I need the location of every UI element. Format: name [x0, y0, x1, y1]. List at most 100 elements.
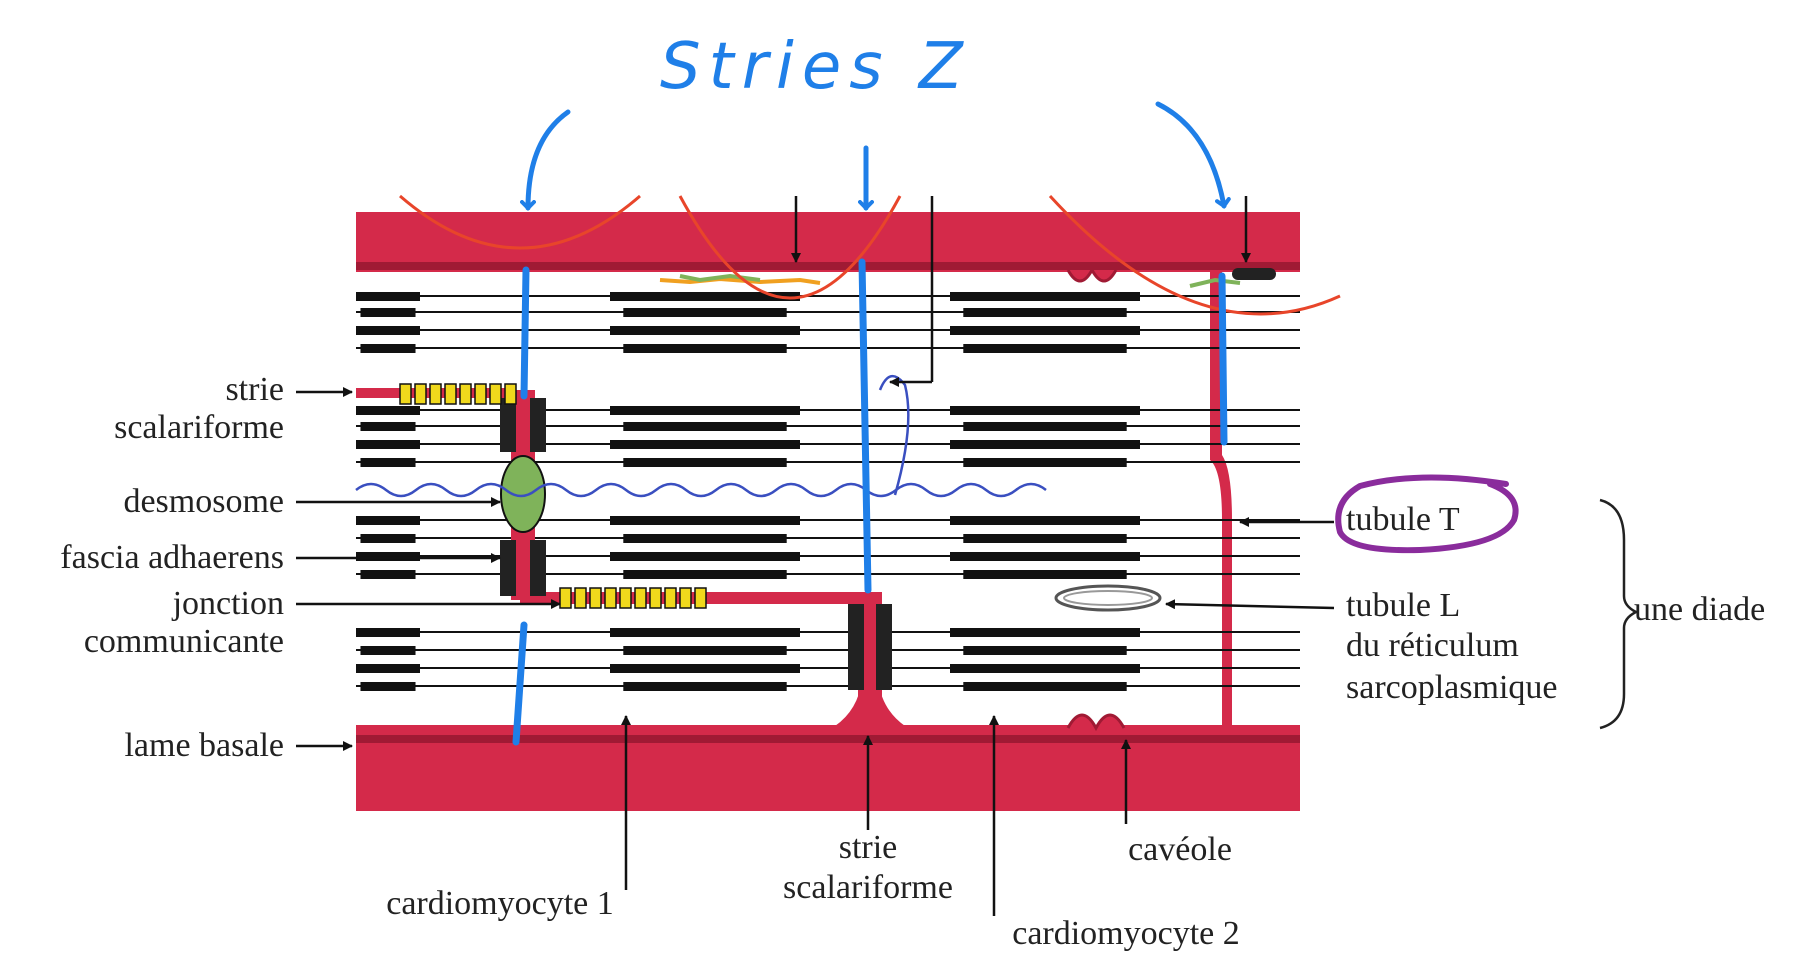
- gap-junction-block: [474, 383, 487, 405]
- pointer-arrows: [296, 196, 1335, 916]
- myosin-bar: [950, 440, 1140, 449]
- myosin-bar: [963, 534, 1127, 543]
- label-cardiomyocyte-2: cardiomyocyte 2: [1012, 915, 1240, 952]
- z-line-pointer-arrows: [520, 101, 1231, 211]
- top-squiggle-green: [679, 273, 761, 283]
- gap-junction-block: [634, 587, 647, 609]
- myosin-bar: [963, 646, 1127, 655]
- myosin-bar: [360, 308, 416, 317]
- label-fascia-adhaerens: fascia adhaerens: [60, 539, 284, 576]
- gap-junction-block: [399, 383, 412, 405]
- myosin-bar: [950, 664, 1140, 673]
- myosin-bar: [356, 326, 420, 335]
- myosin-bar: [950, 326, 1140, 335]
- myosin-bar: [360, 458, 416, 467]
- label-tubule-l-3: sarcoplasmique: [1346, 669, 1558, 706]
- myosin-bar: [360, 570, 416, 579]
- myosin-bar: [610, 326, 800, 335]
- label-jonction-1: jonction: [172, 585, 284, 622]
- myosin-bar: [950, 628, 1140, 637]
- myosin-bar: [610, 406, 800, 415]
- reticulum-loop: [878, 375, 910, 496]
- diade-bracket: [1599, 498, 1639, 730]
- hand-drawn-arcs: [399, 194, 1341, 316]
- myosin-bar: [963, 682, 1127, 691]
- myosin-bar: [356, 516, 420, 525]
- myosin-bar: [356, 440, 420, 449]
- myosin-bar: [950, 552, 1140, 561]
- gap-junction-block: [664, 587, 677, 609]
- z-lines: [512, 258, 1228, 746]
- myosin-bar: [950, 406, 1140, 415]
- gap-junction-block: [559, 587, 572, 609]
- myosin-bar: [623, 422, 787, 431]
- gap-junction-block: [489, 383, 502, 405]
- tubule-l-inner: [1063, 590, 1153, 606]
- label-tubule-t: tubule T: [1346, 501, 1460, 538]
- label-cardiomyocyte-1: cardiomyocyte 1: [386, 885, 614, 922]
- myosin-bar: [963, 308, 1127, 317]
- gap-junction-block: [679, 587, 692, 609]
- gap-junction-block: [589, 587, 602, 609]
- myosin-bar: [610, 628, 800, 637]
- fascia-adhaerens-plaques: [500, 398, 892, 690]
- tubule-l-icon: [1054, 584, 1162, 612]
- bottom-membrane-edge: [356, 735, 1300, 743]
- handwritten-title: Stries Z: [660, 30, 971, 104]
- t-tubule: [1210, 272, 1232, 726]
- myosin-bar: [360, 682, 416, 691]
- desmosome-icon: [500, 455, 546, 533]
- myosin-bar: [360, 422, 416, 431]
- caveole-top-icon: [1066, 266, 1118, 283]
- reticulum-wavy-line: [355, 482, 1047, 498]
- gap-junction-block: [619, 587, 632, 609]
- myosin-bar: [356, 406, 420, 415]
- label-tubule-l-1: tubule L: [1346, 587, 1460, 624]
- gap-junction-block: [504, 383, 517, 405]
- myosin-bar: [610, 516, 800, 525]
- myosin-bar: [623, 646, 787, 655]
- myosin-bar: [950, 516, 1140, 525]
- label-strie-bottom-2: scalariforme: [783, 869, 953, 906]
- myosin-bar: [610, 292, 800, 301]
- myosin-bar: [360, 344, 416, 353]
- top-squiggle-orange: [659, 276, 821, 285]
- myosin-bar: [623, 570, 787, 579]
- myosin-bar: [356, 552, 420, 561]
- myosin-bar: [963, 458, 1127, 467]
- label-strie-left-1: strie: [225, 371, 284, 408]
- myosin-bar: [356, 292, 420, 301]
- disc-flare-bottom: [835, 680, 905, 726]
- gap-junction-block: [414, 383, 427, 405]
- label-diade: une diade: [1634, 591, 1765, 628]
- myosin-bar: [623, 682, 787, 691]
- top-right-plaque: [1232, 268, 1276, 280]
- top-right-squiggle-green: [1189, 277, 1241, 288]
- myosin-bar: [623, 308, 787, 317]
- myosin-bar: [356, 628, 420, 637]
- gap-junction-block: [694, 587, 707, 609]
- myosin-bar: [623, 534, 787, 543]
- label-strie-bottom-1: strie: [839, 829, 898, 866]
- tubule-t-highlight-circle: [1335, 474, 1519, 554]
- gap-junction-bottom: [559, 587, 707, 609]
- myosin-bar: [360, 646, 416, 655]
- gap-junction-top: [399, 383, 517, 405]
- label-caveole: cavéole: [1128, 831, 1232, 868]
- myosin-bar: [950, 292, 1140, 301]
- myosin-bar: [963, 422, 1127, 431]
- gap-junction-block: [574, 587, 587, 609]
- gap-junction-block: [649, 587, 662, 609]
- myosin-bar: [623, 344, 787, 353]
- myosin-bar: [610, 552, 800, 561]
- label-tubule-l-2: du réticulum: [1346, 627, 1519, 664]
- myosin-bar: [610, 664, 800, 673]
- gap-junction-block: [429, 383, 442, 405]
- caveole-bottom-icon: [1066, 713, 1126, 732]
- gap-junction-block: [604, 587, 617, 609]
- label-desmosome: desmosome: [123, 483, 284, 520]
- myosin-bar: [963, 570, 1127, 579]
- myosin-bar: [356, 664, 420, 673]
- myosin-bar: [610, 440, 800, 449]
